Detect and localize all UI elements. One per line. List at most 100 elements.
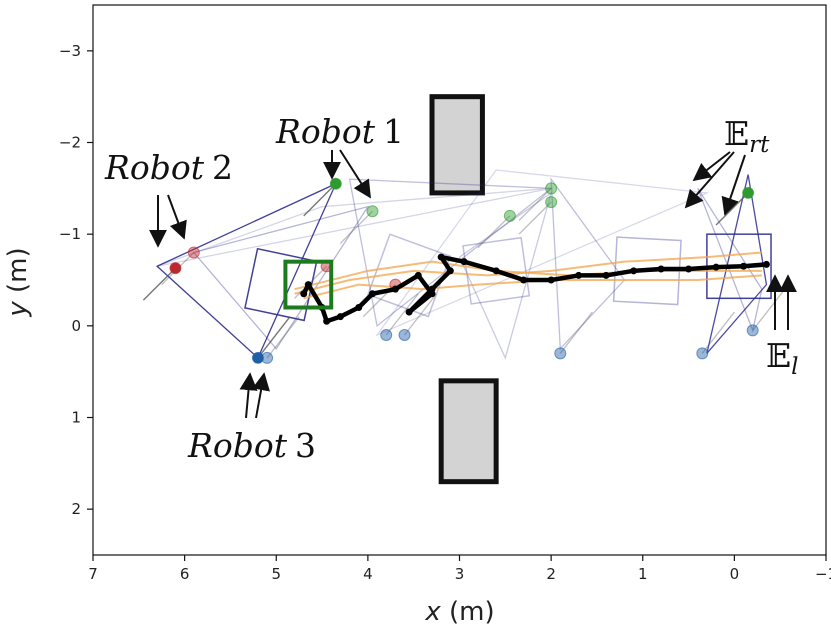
formation-triangle-1 xyxy=(155,182,338,360)
trajectory-point-4 xyxy=(323,317,331,325)
robot3-connector-3 xyxy=(385,293,419,336)
formation-triangle-2 xyxy=(192,205,370,350)
robot3-marker-6 xyxy=(696,347,709,360)
robot3-connector-5 xyxy=(559,311,593,354)
trajectory-point-12 xyxy=(428,285,436,293)
x-tick-label-8: 0 xyxy=(730,565,740,583)
robot1-connector-3 xyxy=(477,215,511,249)
x-tick-label-4: 4 xyxy=(363,565,373,583)
trajectory-point-9 xyxy=(414,271,422,279)
y-tick-label-4: 0 xyxy=(71,317,81,335)
robot1-marker-6 xyxy=(742,186,755,199)
start-region-square xyxy=(283,259,334,310)
formation-triangle-3 xyxy=(348,178,553,328)
robot1-marker-3 xyxy=(503,209,516,222)
robot2-marker-1 xyxy=(169,262,182,275)
formation-triangle-7 xyxy=(458,191,553,360)
robot3-connector-4 xyxy=(403,293,438,336)
x-tick-label-7: 1 xyxy=(638,565,648,583)
formation-triangle-6 xyxy=(706,174,768,354)
x-tick-label-6: 2 xyxy=(546,565,556,583)
x-axis-label: x (m) xyxy=(424,597,494,627)
robot3-marker-7 xyxy=(746,324,759,337)
y-tick-label-2: −2 xyxy=(59,134,81,152)
trajectory-point-8 xyxy=(391,285,399,293)
axis-ticks: 7 6 5 4 3 2 1 0 −1 −3 −2 −1 0 1 2 xyxy=(59,42,831,583)
robot3-marker-4 xyxy=(398,329,411,341)
trajectory-point-5 xyxy=(336,313,344,321)
trajectory-point-25 xyxy=(740,262,748,270)
trajectory-point-17 xyxy=(520,276,528,284)
trajectory-point-6 xyxy=(355,304,363,311)
trajectory-point-14 xyxy=(437,253,445,261)
robot3-marker-3 xyxy=(380,329,393,341)
y-tick-label-1: −3 xyxy=(59,42,81,60)
robot3-marker-5 xyxy=(554,347,567,360)
robot3-marker-2 xyxy=(261,351,274,364)
robot1-connector-2 xyxy=(339,210,373,244)
trajectory-point-2 xyxy=(304,281,312,289)
obstacle-2 xyxy=(438,378,499,485)
trajectory-point-15 xyxy=(460,258,468,266)
trajectory-point-7 xyxy=(368,290,376,298)
formation-square-4 xyxy=(612,236,682,306)
plot-area xyxy=(142,94,786,485)
annotation-e-rt: 𝔼rt xyxy=(684,114,770,216)
robot-trajectory-2 xyxy=(294,260,762,291)
x-tick-label-2: 6 xyxy=(180,565,190,583)
robot2-connector-2 xyxy=(161,252,195,286)
robot1-marker-5 xyxy=(545,182,558,195)
x-tick-label-9: −1 xyxy=(815,565,831,583)
trajectory-point-21 xyxy=(630,267,638,275)
formation-square-2 xyxy=(367,233,452,318)
trajectory-point-26 xyxy=(762,260,770,268)
obstacle-1 xyxy=(429,94,485,196)
formation-triangle-8 xyxy=(156,187,552,267)
trajectory-point-20 xyxy=(602,271,610,279)
y-tick-label-6: 2 xyxy=(71,500,81,518)
annotation-e-l: 𝔼l xyxy=(766,274,799,380)
robot3-marker-1 xyxy=(251,351,264,364)
formation-triangle-9 xyxy=(375,169,710,337)
trajectory-point-18 xyxy=(547,276,555,284)
trajectory-point-16 xyxy=(492,267,500,275)
trajectory-point-19 xyxy=(575,271,583,279)
robot2-marker-2 xyxy=(187,246,200,259)
robot-trajectory-3 xyxy=(303,274,762,300)
trajectory-point-22 xyxy=(657,265,665,273)
trajectory-point-23 xyxy=(685,265,693,273)
robot1-connector-1 xyxy=(303,183,337,217)
y-axis-label: y (m) xyxy=(3,247,33,317)
robot1-marker-2 xyxy=(366,205,379,218)
robot1-connector-6 xyxy=(715,192,749,226)
robot2-connector-1 xyxy=(142,267,176,301)
x-tick-label-1: 7 xyxy=(88,565,98,583)
x-tick-label-5: 3 xyxy=(455,565,465,583)
robot1-connector-4 xyxy=(518,201,552,235)
svg-text:𝔼rt: 𝔼rt xyxy=(724,114,770,158)
robot1-marker-4 xyxy=(545,196,558,209)
robot3-connector-2 xyxy=(266,316,300,359)
y-tick-label-3: −1 xyxy=(59,225,81,243)
y-tick-label-5: 1 xyxy=(71,409,81,427)
formation-triangle-4 xyxy=(550,177,626,351)
robot3-connector-6 xyxy=(701,311,735,354)
x-tick-label-3: 5 xyxy=(271,565,281,583)
svg-text:𝔼l: 𝔼l xyxy=(766,336,799,380)
trajectory-point-24 xyxy=(712,263,720,271)
robot1-connector-5 xyxy=(518,187,552,221)
robot3-connector-7 xyxy=(752,288,786,331)
trajectory-point-13 xyxy=(446,267,454,275)
robot1-marker-1 xyxy=(329,177,342,190)
trajectory-point-11 xyxy=(405,308,413,316)
robot3-connector-1 xyxy=(257,316,291,359)
trajectory-point-1 xyxy=(300,290,308,298)
formation-triangle-5 xyxy=(697,187,763,333)
